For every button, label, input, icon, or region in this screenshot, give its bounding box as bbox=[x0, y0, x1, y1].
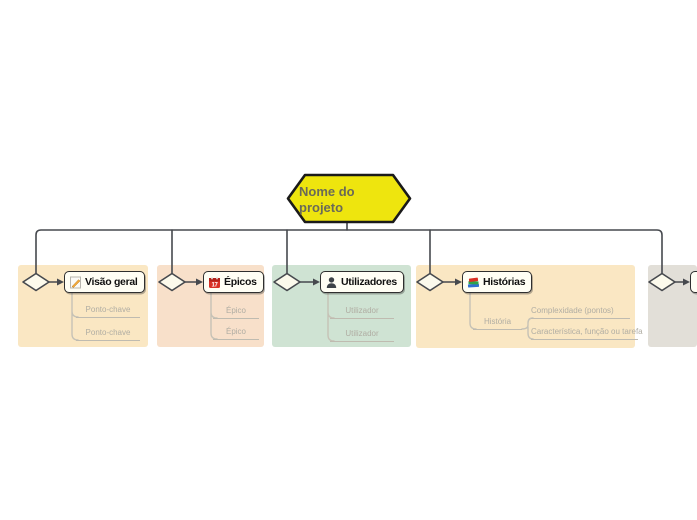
collapse-diamond-historias[interactable] bbox=[416, 272, 444, 292]
grandchild-complexidade[interactable]: Complexidade (pontos) bbox=[531, 306, 630, 319]
collapse-diamond-visao-geral[interactable] bbox=[22, 272, 50, 292]
arrowheads bbox=[57, 278, 690, 286]
node-label: Utilizadores bbox=[341, 276, 397, 288]
collapse-diamond-epicos[interactable] bbox=[158, 272, 186, 292]
child-epico-1[interactable]: Épico bbox=[213, 306, 259, 319]
node-visao-geral[interactable]: Visão geral bbox=[64, 271, 145, 293]
node-label: Histórias bbox=[483, 276, 526, 288]
child-utilizador-1[interactable]: Utilizador bbox=[330, 306, 394, 319]
note-pencil-icon bbox=[69, 276, 82, 289]
trunk-connectors bbox=[35, 221, 685, 283]
collapse-diamond-cropped[interactable] bbox=[648, 272, 676, 292]
node-historias[interactable]: Histórias bbox=[462, 271, 533, 293]
books-icon bbox=[467, 276, 480, 289]
root-node-label[interactable]: Nome do projeto bbox=[299, 184, 355, 215]
child-utilizador-2[interactable]: Utilizador bbox=[330, 329, 394, 342]
child-ponto-chave-2[interactable]: Ponto-chave bbox=[76, 328, 140, 341]
person-icon bbox=[325, 276, 338, 289]
child-historia[interactable]: História bbox=[473, 317, 522, 330]
child-epico-2[interactable]: Épico bbox=[213, 327, 259, 340]
node-epicos[interactable]: 17 Épicos bbox=[203, 271, 264, 293]
root-node-hexagon[interactable] bbox=[286, 173, 412, 224]
node-utilizadores[interactable]: Utilizadores bbox=[320, 271, 404, 293]
node-label: Visão geral bbox=[85, 276, 138, 288]
grandchild-caracteristica[interactable]: Característica, função ou tarefa bbox=[531, 327, 643, 340]
calendar-icon: 17 bbox=[208, 276, 221, 289]
branch-connectors bbox=[71, 292, 534, 342]
child-ponto-chave-1[interactable]: Ponto-chave bbox=[76, 305, 140, 318]
node-label: Épicos bbox=[224, 276, 257, 288]
collapse-diamond-utilizadores[interactable] bbox=[273, 272, 301, 292]
node-cropped[interactable] bbox=[690, 271, 697, 293]
svg-text:17: 17 bbox=[211, 282, 218, 288]
